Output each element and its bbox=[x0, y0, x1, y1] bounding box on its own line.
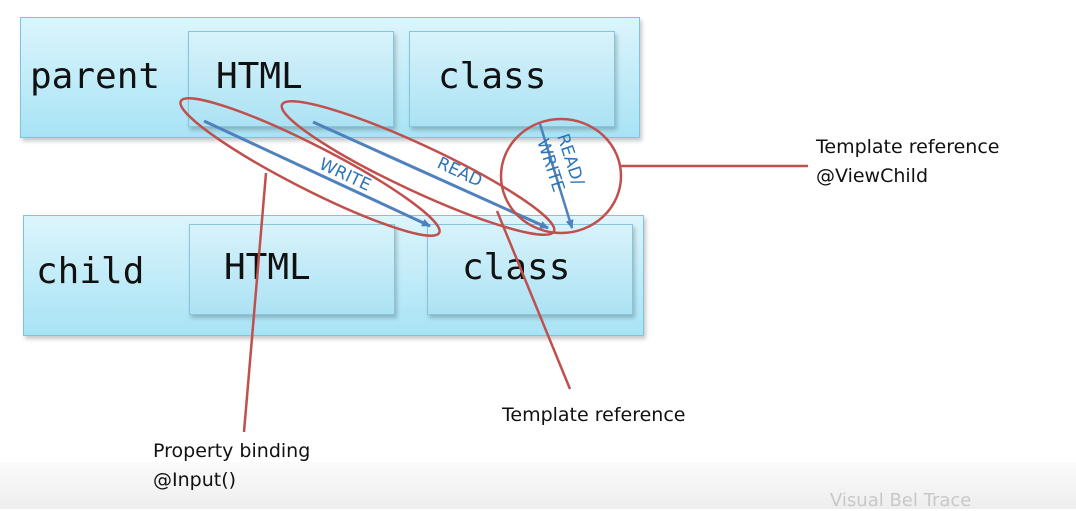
parent-label: parent bbox=[30, 56, 161, 97]
child-label: child bbox=[36, 251, 145, 292]
write-arrow bbox=[203, 119, 431, 228]
bottom-band bbox=[0, 462, 1076, 509]
parent-class-label: class bbox=[438, 56, 547, 97]
parent-class-box bbox=[409, 31, 615, 127]
child-html-box bbox=[189, 224, 395, 315]
child-class-box bbox=[427, 224, 633, 315]
input-callout-line2: @Input() bbox=[153, 469, 237, 491]
parent-html-label: HTML bbox=[216, 56, 303, 97]
read-arrow bbox=[312, 120, 549, 230]
read-write-arrow bbox=[538, 123, 574, 229]
template-reference-callout: Template reference bbox=[502, 404, 686, 426]
viewchild-callout-line2: @ViewChild bbox=[816, 165, 929, 187]
parent-html-box bbox=[188, 31, 394, 127]
template-reference-leader bbox=[495, 210, 572, 390]
input-callout-line1: Property binding bbox=[153, 440, 311, 462]
viewchild-callout-line1: Template reference bbox=[816, 136, 1000, 158]
write-ellipse bbox=[179, 97, 441, 237]
child-html-label: HTML bbox=[224, 247, 311, 288]
watermark-logo: Visual Bel Trace bbox=[830, 490, 972, 511]
input-leader bbox=[242, 172, 268, 433]
read-write-ellipse bbox=[499, 117, 623, 235]
